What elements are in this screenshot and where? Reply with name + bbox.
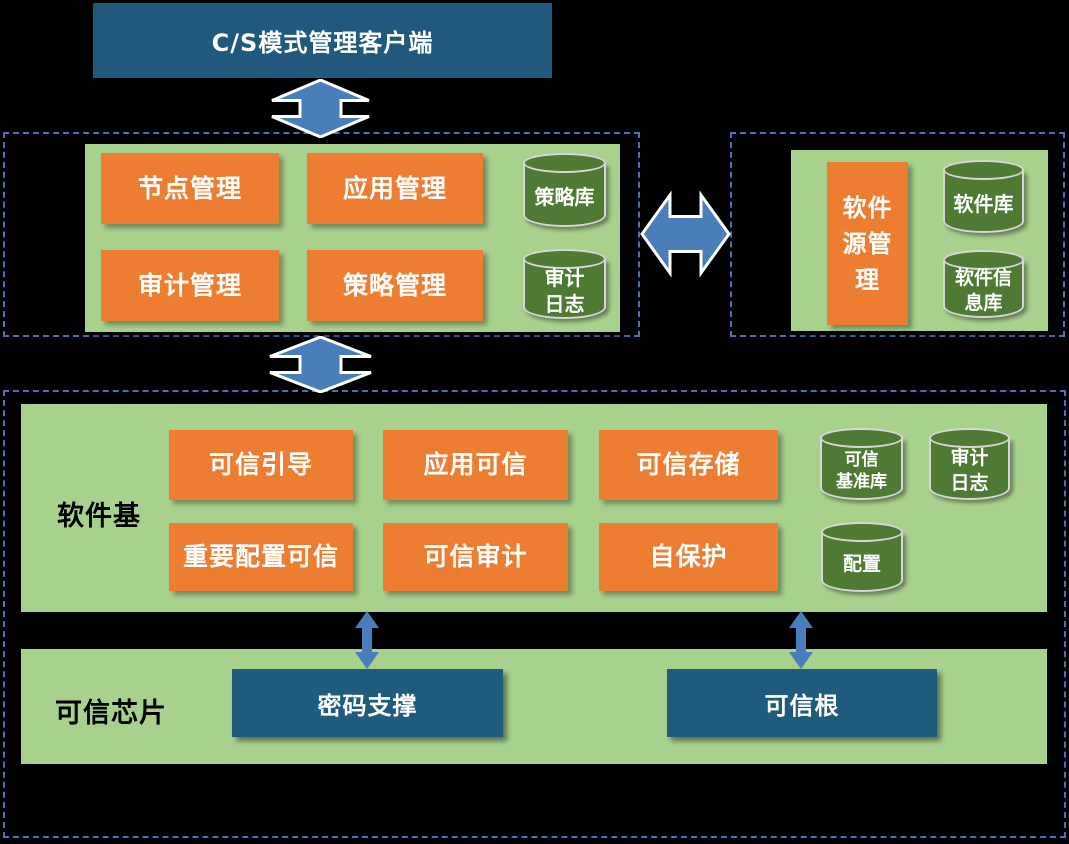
cylinder-body bbox=[523, 163, 606, 227]
module-label: 应用管理 bbox=[342, 173, 447, 203]
cylinder-top bbox=[820, 428, 903, 448]
module-label: 软件 源管 理 bbox=[842, 193, 893, 294]
cylinder-body bbox=[929, 438, 1010, 500]
module-critical-config-trust: 重要配置可信 bbox=[169, 523, 353, 591]
updown-arrow-client-management-icon bbox=[271, 79, 370, 138]
module-trusted-audit: 可信审计 bbox=[383, 523, 568, 591]
module-crypto-support: 密码支撑 bbox=[232, 669, 503, 737]
database-label: 策略库 bbox=[534, 185, 595, 209]
module-node-management: 节点管理 bbox=[101, 153, 279, 224]
module-label: 可信引导 bbox=[208, 450, 313, 480]
database-trusted-baseline: 可信 基准库 bbox=[820, 428, 903, 500]
module-label: 自保护 bbox=[649, 542, 728, 572]
trusted-chip-panel: 可信芯片 密码支撑 可信根 bbox=[21, 649, 1047, 764]
database-label: 审计 日志 bbox=[950, 447, 989, 494]
module-label: 可信根 bbox=[764, 691, 840, 720]
module-audit-management: 审计管理 bbox=[101, 250, 279, 321]
module-label: 可信审计 bbox=[423, 542, 528, 572]
database-label: 软件信 息库 bbox=[954, 267, 1012, 314]
cylinder-top bbox=[523, 153, 606, 173]
client-box-label: C/S模式管理客户端 bbox=[211, 29, 434, 57]
software-base-panel: 软件基 可信引导 应用可信 可信存储 重要配置可信 可信审计 自保护 可信 基准… bbox=[21, 404, 1047, 612]
cylinder-body bbox=[821, 532, 903, 592]
module-policy-management: 策略管理 bbox=[307, 250, 483, 321]
database-label: 配置 bbox=[842, 552, 881, 575]
module-software-source-management: 软件 源管 理 bbox=[827, 162, 908, 325]
database-software-info-store: 软件信 息库 bbox=[943, 250, 1024, 318]
module-label: 可信存储 bbox=[636, 450, 741, 480]
module-trusted-boot: 可信引导 bbox=[169, 430, 353, 500]
database-label: 可信 基准库 bbox=[836, 449, 887, 492]
client-box: C/S模式管理客户端 bbox=[93, 3, 552, 78]
database-software-store: 软件库 bbox=[943, 160, 1024, 233]
software-source-panel: 软件 源管 理 软件库 软件信 息库 bbox=[791, 150, 1048, 331]
module-label: 应用可信 bbox=[423, 450, 528, 480]
trusted-platform-region-border bbox=[3, 390, 1066, 838]
module-app-management: 应用管理 bbox=[307, 153, 483, 224]
cylinder-top bbox=[929, 428, 1010, 448]
updown-arrow-base-crypto-icon bbox=[355, 611, 379, 669]
updown-arrow-management-softwarebase-icon bbox=[269, 336, 372, 393]
module-trust-root: 可信根 bbox=[667, 669, 937, 737]
management-panel: 节点管理 应用管理 审计管理 策略管理 策略库 审计 日志 bbox=[85, 144, 620, 332]
module-self-protection: 自保护 bbox=[599, 523, 778, 591]
module-label: 重要配置可信 bbox=[182, 542, 339, 572]
cylinder-body bbox=[943, 170, 1024, 233]
cylinder-body bbox=[820, 438, 903, 500]
cylinder-top bbox=[523, 249, 606, 269]
module-trusted-storage: 可信存储 bbox=[599, 430, 778, 500]
cylinder-body bbox=[523, 259, 606, 319]
database-configuration: 配置 bbox=[821, 522, 903, 592]
module-label: 审计管理 bbox=[137, 270, 242, 300]
cylinder-top bbox=[821, 522, 903, 542]
database-audit-log-base: 审计 日志 bbox=[929, 428, 1010, 500]
cylinder-top bbox=[943, 160, 1024, 180]
module-label: 节点管理 bbox=[137, 173, 242, 203]
leftright-arrow-management-source-icon bbox=[640, 190, 731, 278]
trusted-chip-label: 可信芯片 bbox=[55, 698, 167, 729]
database-policy-store: 策略库 bbox=[523, 153, 606, 227]
cylinder-top bbox=[943, 250, 1024, 270]
database-label: 审计 日志 bbox=[544, 266, 585, 316]
module-label: 策略管理 bbox=[342, 270, 447, 300]
updown-arrow-base-trustroot-icon bbox=[789, 611, 813, 669]
module-application-trust: 应用可信 bbox=[383, 430, 568, 500]
module-label: 密码支撑 bbox=[317, 691, 418, 720]
software-source-region-border bbox=[730, 132, 1065, 337]
database-label: 软件库 bbox=[953, 191, 1014, 216]
database-audit-log: 审计 日志 bbox=[523, 249, 606, 319]
software-base-label: 软件基 bbox=[57, 501, 141, 532]
